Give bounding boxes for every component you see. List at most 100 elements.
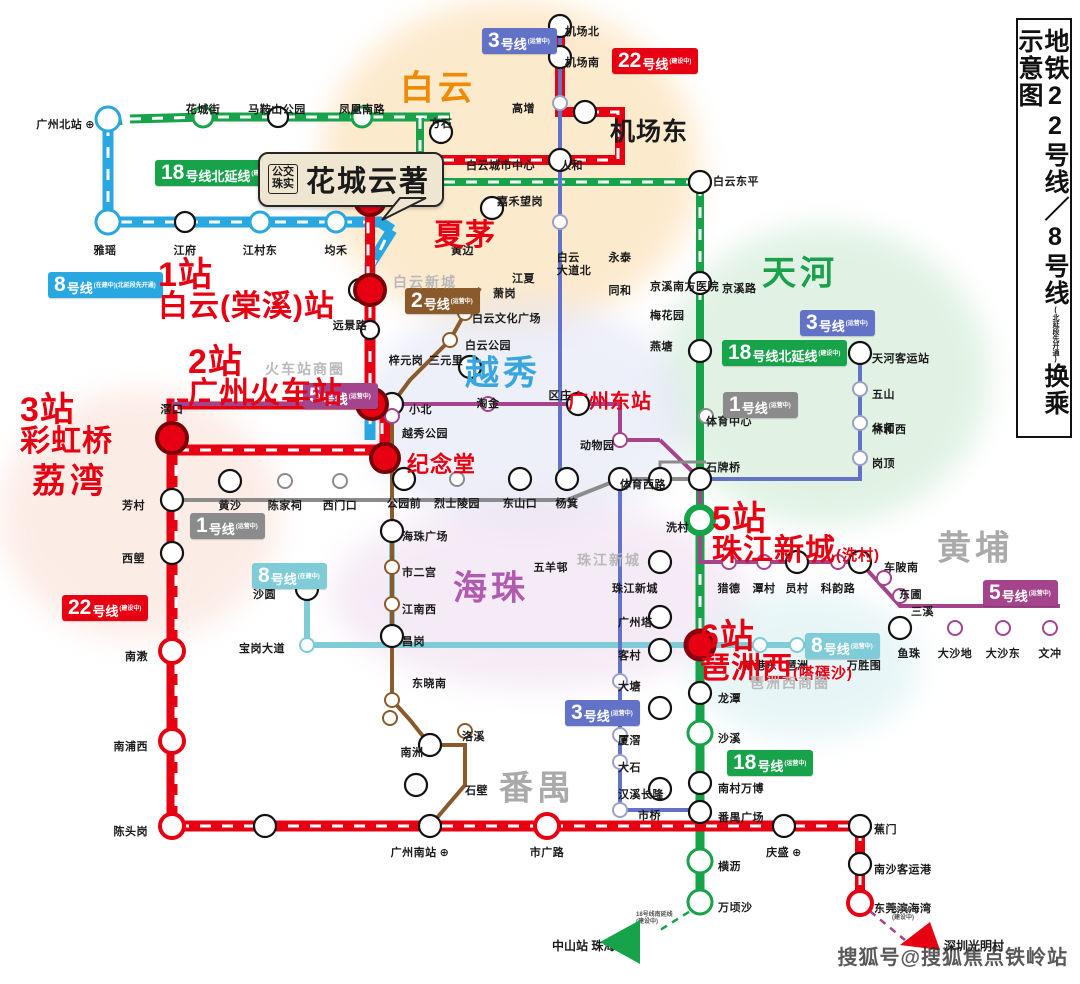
station-label-74[interactable]: 科韵路: [820, 583, 856, 595]
station-label-58[interactable]: 沙圆: [253, 589, 276, 601]
station-label-5[interactable]: 雅瑶: [93, 245, 117, 257]
station-label-3[interactable]: 凤凰南路: [339, 104, 385, 116]
station-label-89[interactable]: 横沥: [718, 861, 741, 873]
station-label-101[interactable]: 南漖: [125, 651, 148, 663]
station-label-70[interactable]: 洗村: [666, 522, 689, 534]
station-label-14[interactable]: 白云东平: [713, 176, 759, 188]
station-label-46[interactable]: 陈家祠: [267, 500, 303, 512]
station-label-73[interactable]: 员村: [785, 583, 809, 595]
station-label-48[interactable]: 公园前: [386, 498, 422, 510]
highlight-stop-5[interactable]: 6站琶洲西(嗒磲沙): [700, 620, 853, 684]
station-label-20[interactable]: 同和: [608, 285, 632, 297]
station-label-31[interactable]: 小北: [409, 404, 432, 416]
map-name-label-1[interactable]: 机场东: [610, 118, 689, 146]
property-callout[interactable]: 公交 珠实 花城云著: [258, 152, 445, 207]
station-label-91[interactable]: 庆盛⊕: [766, 847, 802, 859]
station-label-99[interactable]: 广州南站⊕: [390, 847, 450, 859]
station-label-36[interactable]: 天河客运站: [872, 353, 930, 365]
station-label-98[interactable]: 石壁: [465, 785, 488, 797]
station-label-63[interactable]: 客村: [618, 650, 641, 662]
station-label-67[interactable]: 大石: [618, 762, 641, 774]
station-label-87[interactable]: 南村万博: [718, 783, 764, 795]
station-label-69[interactable]: 市桥: [638, 810, 661, 822]
station-label-24[interactable]: 京溪路: [722, 283, 757, 295]
station-label-53[interactable]: 西塱: [122, 553, 145, 565]
station-label-18[interactable]: 白云大道北: [556, 252, 592, 277]
station-label-11[interactable]: 高增: [512, 103, 535, 115]
station-label-37[interactable]: 五山: [872, 389, 895, 401]
station-label-52[interactable]: 体育西路: [620, 479, 666, 491]
station-label-82[interactable]: 新港东: [742, 660, 778, 672]
station-label-47[interactable]: 西门口: [322, 500, 358, 512]
highlight-stop-3[interactable]: 3站彩虹桥: [20, 393, 113, 457]
map-name-label-0[interactable]: 夏茅: [434, 219, 496, 252]
station-label-19[interactable]: 永泰: [608, 252, 632, 264]
highlight-stop-4[interactable]: 5站珠江新城(洗村): [712, 502, 880, 566]
station-label-22[interactable]: 梅花园: [650, 310, 685, 322]
station-label-62[interactable]: 广州塔: [618, 617, 653, 629]
station-label-59[interactable]: 宝岗大道: [239, 643, 285, 655]
station-label-64[interactable]: 大塘: [618, 681, 641, 693]
station-label-13[interactable]: 白云城市中心: [466, 160, 535, 172]
station-label-92[interactable]: 蕉门: [874, 824, 897, 836]
station-label-54[interactable]: 海珠广场: [402, 531, 448, 543]
station-label-60[interactable]: 五羊邨: [533, 562, 568, 574]
station-label-21[interactable]: 京溪南方医院: [650, 281, 719, 293]
station-label-30[interactable]: 远景路: [332, 320, 368, 332]
station-label-42[interactable]: 林和西: [872, 424, 907, 436]
station-label-38[interactable]: 华师: [872, 423, 895, 435]
station-label-33[interactable]: 区庄: [548, 390, 572, 402]
station-label-88[interactable]: 番禺广场: [718, 812, 764, 824]
station-label-32[interactable]: 淘金: [476, 398, 500, 410]
station-label-1[interactable]: 花城街: [185, 104, 221, 116]
station-label-55[interactable]: 市二宫: [402, 567, 437, 579]
station-label-95[interactable]: 东晓南: [412, 678, 447, 690]
station-label-102[interactable]: 南浦西: [113, 741, 148, 753]
station-label-79[interactable]: 大沙地: [937, 648, 973, 660]
highlight-stop-2[interactable]: 2站广州火车站: [188, 345, 343, 409]
station-label-10[interactable]: 机场南: [565, 57, 600, 69]
station-label-29[interactable]: 梓元岗: [388, 355, 424, 367]
station-label-28[interactable]: 三元里: [428, 355, 464, 367]
station-label-34[interactable]: 越秀公园: [402, 428, 448, 440]
station-label-35[interactable]: 动物园: [580, 440, 615, 452]
station-label-85[interactable]: 龙潭: [718, 693, 741, 705]
station-label-0[interactable]: 广州北站⊕: [36, 119, 95, 131]
station-label-4[interactable]: 方石: [429, 118, 453, 130]
station-label-44[interactable]: 芳村: [122, 500, 145, 512]
station-label-2[interactable]: 马鞍山公园: [248, 104, 306, 116]
station-label-15[interactable]: 嘉禾望岗: [497, 196, 543, 208]
station-label-27[interactable]: 白云公园: [465, 340, 511, 352]
station-label-100[interactable]: 市广路: [529, 847, 565, 859]
station-label-6[interactable]: 江府: [173, 245, 197, 257]
station-label-83[interactable]: 琶洲: [785, 660, 809, 672]
station-label-49[interactable]: 烈士陵园: [434, 498, 480, 510]
station-label-8[interactable]: 均禾: [324, 245, 348, 257]
station-label-50[interactable]: 东山口: [502, 498, 538, 510]
station-label-39[interactable]: 岗顶: [872, 458, 895, 470]
station-label-103[interactable]: 陈头岗: [113, 826, 148, 838]
map-name-label-2[interactable]: 纪念堂: [407, 452, 477, 477]
station-label-68[interactable]: 汉溪长隆: [618, 789, 664, 801]
station-label-80[interactable]: 大沙东: [985, 648, 1021, 660]
station-label-84[interactable]: 万胜围: [846, 660, 882, 672]
station-label-40[interactable]: 体育中心: [706, 416, 752, 428]
station-label-66[interactable]: 厦滘: [618, 735, 641, 747]
station-label-86[interactable]: 沙溪: [718, 733, 741, 745]
station-label-81[interactable]: 文冲: [1038, 648, 1062, 660]
station-label-93[interactable]: 南沙客运港: [874, 864, 932, 876]
station-label-41[interactable]: 石牌桥: [706, 462, 741, 474]
station-label-56[interactable]: 江南西: [402, 604, 437, 616]
station-label-9[interactable]: 机场北: [565, 26, 600, 38]
station-label-57[interactable]: 昌岗: [402, 636, 425, 648]
station-label-75[interactable]: 车陂南: [884, 562, 919, 574]
